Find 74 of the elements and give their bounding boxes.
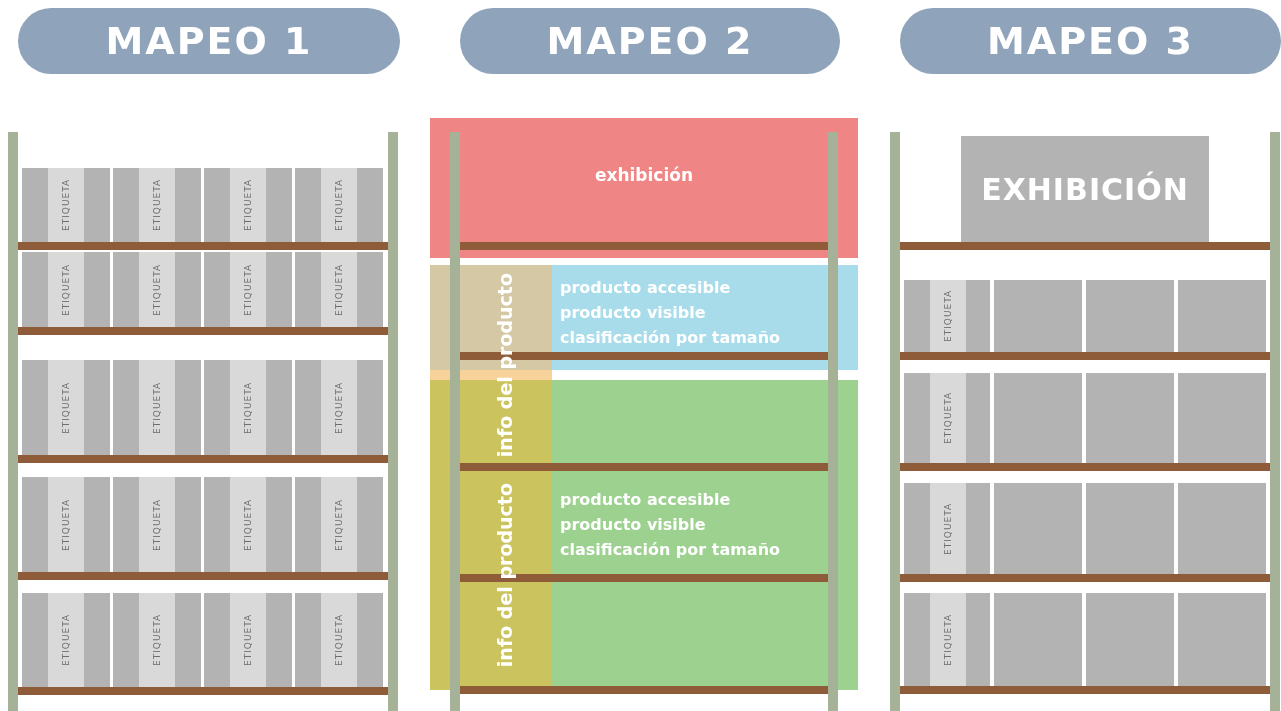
product-box	[204, 360, 292, 455]
product-label: ETIQUETA	[48, 252, 84, 327]
info-band	[552, 265, 858, 370]
product-label: ETIQUETA	[230, 477, 266, 572]
product-box	[994, 593, 1082, 686]
product-box	[22, 252, 110, 327]
product-box	[1086, 483, 1174, 574]
exhibition-box	[961, 136, 1209, 242]
product-box	[295, 360, 383, 455]
product-label: ETIQUETA	[139, 593, 175, 687]
product-label: ETIQUETA	[139, 252, 175, 327]
product-box	[22, 477, 110, 572]
product-box	[1086, 373, 1174, 463]
product-label: ETIQUETA	[230, 360, 266, 455]
product-label: ETIQUETA	[321, 168, 357, 242]
product-box	[22, 168, 110, 242]
product-box	[994, 280, 1082, 352]
product-label: ETIQUETA	[321, 477, 357, 572]
product-box	[1086, 593, 1174, 686]
product-box	[204, 593, 292, 687]
column-text: info del producto	[494, 273, 516, 458]
heading-text: MAPEO 3	[987, 19, 1194, 63]
product-label: ETIQUETA	[321, 360, 357, 455]
product-label: ETIQUETA	[139, 168, 175, 242]
product-label: ETIQUETA	[139, 477, 175, 572]
product-box	[295, 477, 383, 572]
product-box	[22, 360, 110, 455]
product-label: ETIQUETA	[230, 252, 266, 327]
product-box	[204, 168, 292, 242]
band-text: producto accesible producto visible clasificación por tamaño	[560, 489, 782, 561]
product-label: ETIQUETA	[930, 593, 966, 686]
product-box	[22, 593, 110, 687]
product-label: ETIQUETA	[230, 593, 266, 687]
product-box	[204, 477, 292, 572]
heading-text: MAPEO 2	[546, 19, 754, 63]
product-box	[1178, 483, 1266, 574]
info-band	[552, 380, 858, 690]
product-box	[204, 252, 292, 327]
product-label: ETIQUETA	[321, 252, 357, 327]
product-box	[295, 593, 383, 687]
product-box	[904, 593, 990, 686]
product-label: ETIQUETA	[930, 280, 966, 352]
product-box	[994, 483, 1082, 574]
band-text: exhibición	[594, 165, 694, 187]
product-box	[904, 373, 990, 463]
product-box	[1178, 280, 1266, 352]
box-text: EXHIBICIÓN	[981, 171, 1189, 207]
product-label: ETIQUETA	[48, 168, 84, 242]
product-box	[904, 280, 990, 352]
product-box	[113, 252, 201, 327]
product-label: ETIQUETA	[321, 593, 357, 687]
product-label: ETIQUETA	[48, 360, 84, 455]
product-box	[295, 168, 383, 242]
product-box	[1178, 593, 1266, 686]
product-box	[1178, 373, 1266, 463]
band-text: producto accesible producto visible clasificación por tamaño	[560, 277, 782, 349]
product-box	[295, 252, 383, 327]
product-label: ETIQUETA	[930, 373, 966, 463]
exhibition-band	[430, 118, 858, 258]
column-text: info del producto	[494, 483, 516, 668]
heading-pill	[900, 8, 1281, 74]
product-label: ETIQUETA	[230, 168, 266, 242]
product-box	[904, 483, 990, 574]
product-box	[113, 593, 201, 687]
product-box	[113, 360, 201, 455]
heading-text: MAPEO 1	[105, 19, 313, 63]
product-label: ETIQUETA	[48, 477, 84, 572]
product-box	[113, 477, 201, 572]
product-label: ETIQUETA	[48, 593, 84, 687]
product-box	[113, 168, 201, 242]
product-box	[994, 373, 1082, 463]
product-label: ETIQUETA	[139, 360, 175, 455]
product-label: ETIQUETA	[930, 483, 966, 574]
product-box	[1086, 280, 1174, 352]
